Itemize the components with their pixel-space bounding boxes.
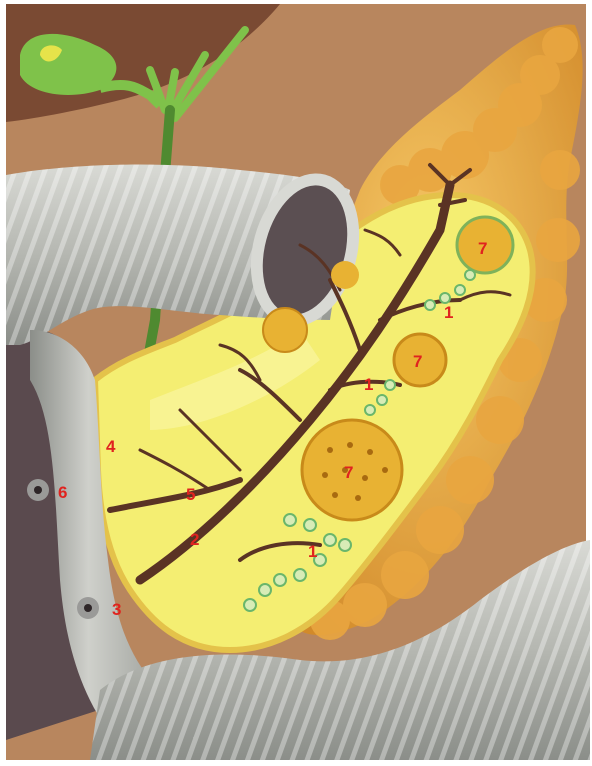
- label-bile-duct: 4: [106, 437, 116, 456]
- label-acinus-upper: 1: [444, 303, 453, 322]
- label-branch: 5: [186, 485, 195, 504]
- label-acinus-lower: 1: [308, 542, 317, 561]
- label-acinus-mid: 1: [364, 375, 373, 394]
- minor-papilla: [27, 479, 49, 501]
- label-islet-large: 7: [344, 463, 353, 482]
- label-islet-mid: 7: [413, 352, 422, 371]
- label-ampulla: 3: [112, 600, 121, 619]
- label-papilla: 6: [58, 483, 67, 502]
- major-papilla: [77, 597, 99, 619]
- label-duct: 2: [190, 530, 199, 549]
- label-islet-top: 7: [478, 239, 487, 258]
